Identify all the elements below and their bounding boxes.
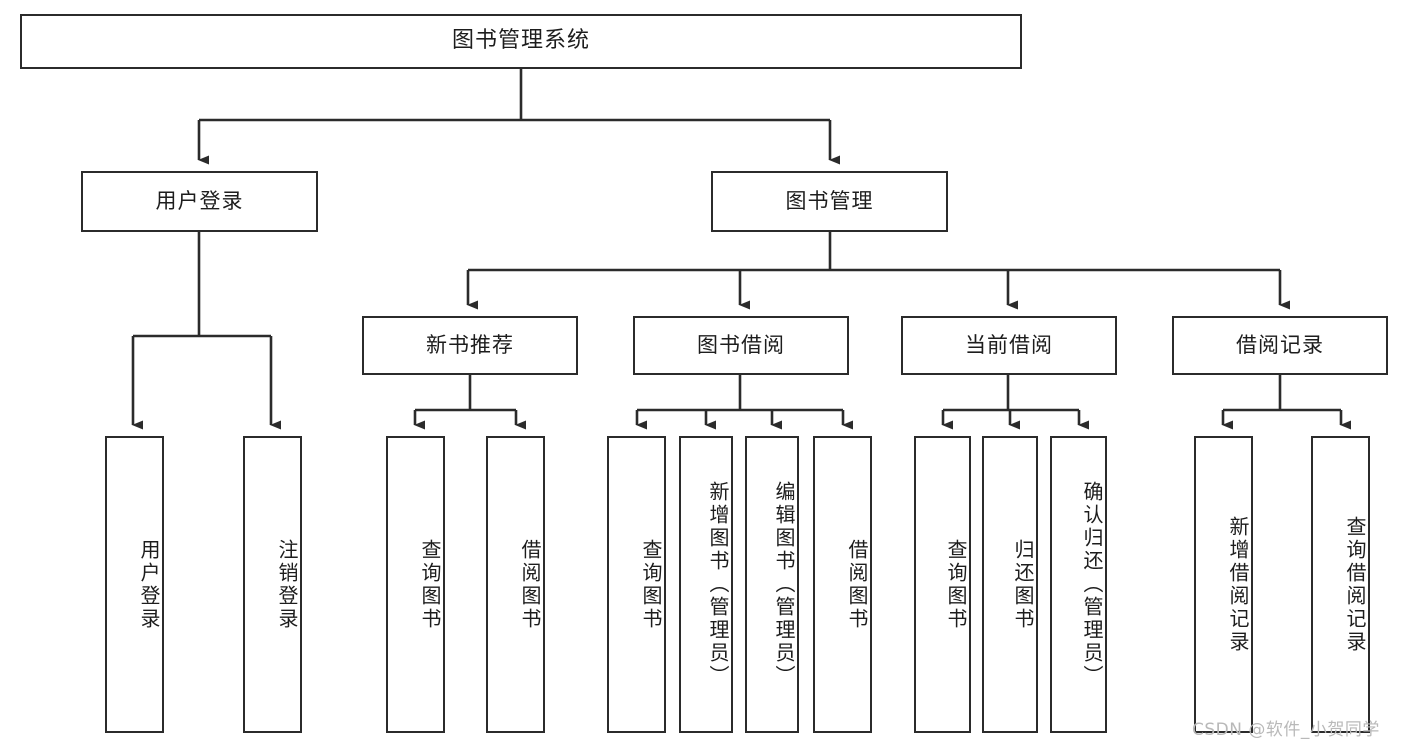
node-leaf-add-borrow-record-label: 新增借阅记录 bbox=[1226, 515, 1250, 654]
node-book-borrow[interactable]: 图书借阅 bbox=[633, 316, 849, 375]
csdn-watermark: CSDN @软件_小贺同学 bbox=[1192, 720, 1380, 740]
node-borrow-record[interactable]: 借阅记录 bbox=[1172, 316, 1388, 375]
node-leaf-borrow-book-new-label: 借阅图书 bbox=[518, 538, 542, 631]
node-leaf-add-book-label: 新增图书（管理员） bbox=[706, 481, 730, 688]
node-leaf-query-borrow-record-label: 查询借阅记录 bbox=[1343, 515, 1367, 654]
node-leaf-user-logout-label: 注销登录 bbox=[275, 538, 299, 631]
node-leaf-return-book[interactable]: 归还图书 bbox=[982, 436, 1038, 733]
node-leaf-add-borrow-record[interactable]: 新增借阅记录 bbox=[1194, 436, 1253, 733]
node-leaf-query-book-borrow[interactable]: 查询图书 bbox=[607, 436, 666, 733]
node-book-management[interactable]: 图书管理 bbox=[711, 171, 948, 232]
node-leaf-query-book-borrow-label: 查询图书 bbox=[639, 538, 663, 631]
node-leaf-query-book-current-label: 查询图书 bbox=[944, 538, 968, 631]
node-leaf-user-login[interactable]: 用户登录 bbox=[105, 436, 164, 733]
node-leaf-user-logout[interactable]: 注销登录 bbox=[243, 436, 302, 733]
node-root[interactable]: 图书管理系统 bbox=[20, 14, 1022, 69]
node-leaf-query-book-new[interactable]: 查询图书 bbox=[386, 436, 445, 733]
node-user-login-label: 用户登录 bbox=[155, 188, 244, 213]
node-current-borrow[interactable]: 当前借阅 bbox=[901, 316, 1117, 375]
node-leaf-borrow-book-label: 借阅图书 bbox=[845, 538, 869, 631]
node-leaf-edit-book[interactable]: 编辑图书（管理员） bbox=[745, 436, 799, 733]
node-leaf-return-book-label: 归还图书 bbox=[1011, 538, 1035, 631]
node-leaf-borrow-book[interactable]: 借阅图书 bbox=[813, 436, 872, 733]
node-user-login[interactable]: 用户登录 bbox=[81, 171, 318, 232]
node-leaf-query-book-current[interactable]: 查询图书 bbox=[914, 436, 971, 733]
node-root-label: 图书管理系统 bbox=[451, 28, 590, 54]
node-leaf-confirm-return-label: 确认归还（管理员） bbox=[1080, 481, 1104, 688]
node-book-management-label: 图书管理 bbox=[785, 188, 874, 213]
node-new-book-recommend-label: 新书推荐 bbox=[426, 332, 514, 357]
node-current-borrow-label: 当前借阅 bbox=[965, 332, 1053, 357]
node-leaf-user-login-label: 用户登录 bbox=[137, 538, 161, 631]
node-leaf-borrow-book-new[interactable]: 借阅图书 bbox=[486, 436, 545, 733]
node-borrow-record-label: 借阅记录 bbox=[1236, 332, 1324, 357]
node-leaf-query-borrow-record[interactable]: 查询借阅记录 bbox=[1311, 436, 1370, 733]
node-leaf-query-book-new-label: 查询图书 bbox=[418, 538, 442, 631]
node-book-borrow-label: 图书借阅 bbox=[697, 332, 785, 357]
node-new-book-recommend[interactable]: 新书推荐 bbox=[362, 316, 578, 375]
node-leaf-confirm-return[interactable]: 确认归还（管理员） bbox=[1050, 436, 1107, 733]
node-leaf-edit-book-label: 编辑图书（管理员） bbox=[772, 481, 796, 688]
node-leaf-add-book[interactable]: 新增图书（管理员） bbox=[679, 436, 733, 733]
